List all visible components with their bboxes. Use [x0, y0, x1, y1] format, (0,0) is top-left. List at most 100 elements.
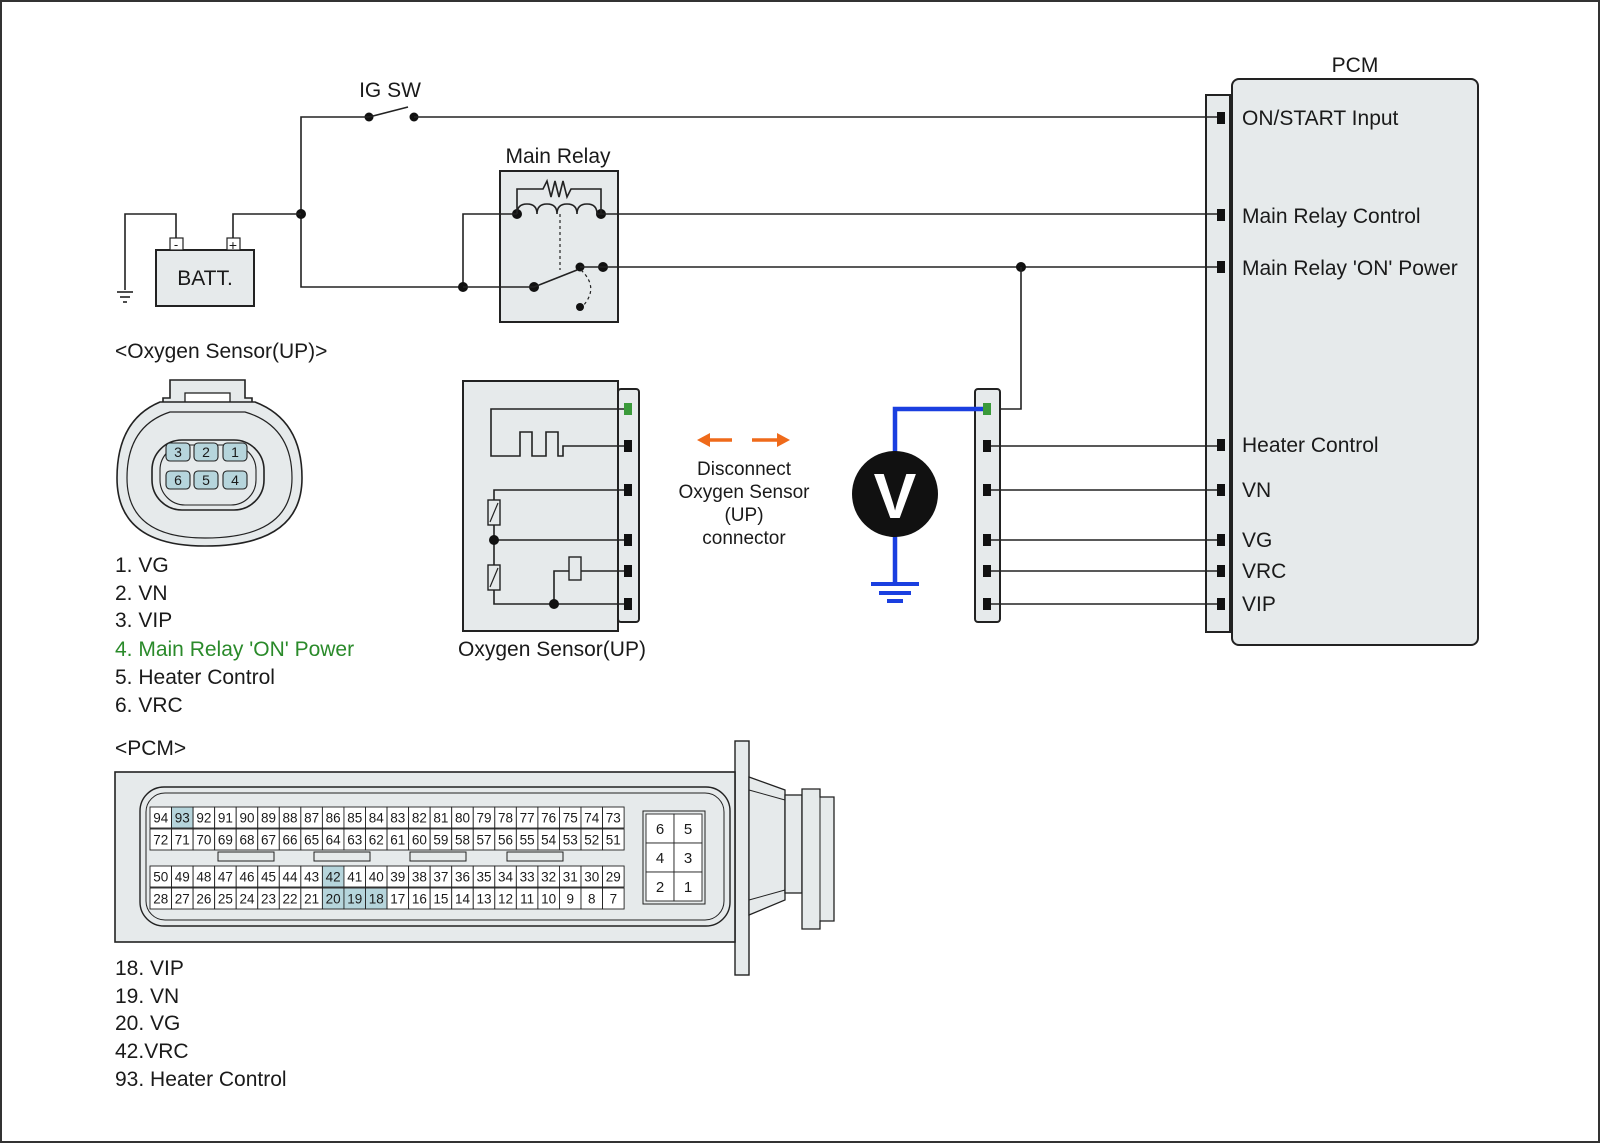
pcm-small-pin-cell [673, 842, 703, 873]
voltmeter-symbol: V [874, 460, 917, 532]
pin-list-item: 20. VG [115, 1012, 180, 1035]
pcm-terminal-label: VRC [1242, 560, 1286, 583]
pcm-pin-number: 27 [175, 892, 190, 907]
pcm-pin-number: 88 [283, 811, 298, 826]
pcm-terminal-label: Main Relay Control [1242, 205, 1421, 228]
pcm-pin-number: 52 [584, 833, 599, 848]
connector-shell-inner [126, 411, 293, 539]
pcm-pin-number: 8 [588, 892, 596, 907]
wire-junction [489, 535, 499, 545]
pin-list-item: 3. VIP [115, 609, 172, 632]
pcm-pin-number: 93 [175, 811, 190, 826]
pcm-pin-number: 80 [455, 811, 470, 826]
pcm-pin-number: 79 [477, 811, 492, 826]
pcm-pin-number: 7 [610, 892, 618, 907]
sensor-pin [624, 565, 632, 577]
sensor-pin [624, 440, 632, 452]
pcm-pin-number: 85 [347, 811, 362, 826]
pcm-pin-number: 45 [261, 870, 276, 885]
pcm-pin-number: 41 [347, 870, 362, 885]
pcm-pin-number: 38 [412, 870, 427, 885]
harness-pin [983, 440, 991, 452]
pcm-pin-number: 94 [153, 811, 169, 826]
sensor-body [462, 380, 619, 632]
pcm-pin [1217, 209, 1225, 221]
connector-pin [222, 470, 248, 490]
disconnect-text-line: connector [702, 528, 786, 549]
pcm-pin-number: 71 [175, 833, 190, 848]
pcm-pin-number: 23 [261, 892, 276, 907]
connector-pin-number: 6 [174, 472, 182, 488]
pcm-pin [1217, 565, 1225, 577]
pcm-pin-number: 2 [656, 879, 664, 896]
wire-batt-feed [300, 116, 463, 288]
oxygen-sensor-connector-title: <Oxygen Sensor(UP)> [115, 340, 327, 363]
ground-symbol [871, 582, 919, 603]
pcm-pin-number: 56 [498, 833, 513, 848]
pcm-pin [1217, 484, 1225, 496]
connector-pin [222, 442, 248, 462]
pcm-pin-number: 19 [347, 892, 362, 907]
pcm-connector-shroud-inner [145, 792, 725, 921]
sensor-reference-cell [568, 556, 582, 581]
pcm-pin-number: 90 [239, 811, 254, 826]
pcm-pin-number: 72 [153, 833, 168, 848]
battery [155, 249, 255, 307]
wire-battery-positive [232, 213, 301, 238]
pin-list-item: 42.VRC [115, 1040, 189, 1063]
sensor-connector-strip [617, 388, 640, 623]
pcm-pin-number: 53 [563, 833, 578, 848]
pcm-pin-number: 16 [412, 892, 427, 907]
connector-pin [165, 470, 191, 490]
pcm-pin-number: 87 [304, 811, 319, 826]
pcm-pin-number: 57 [477, 833, 492, 848]
pcm-connector-key [409, 851, 467, 862]
oxygen-sensor-caption: Oxygen Sensor(UP) [458, 638, 646, 661]
pcm-pin-number: 44 [283, 870, 299, 885]
pin-list-item: 18. VIP [115, 957, 184, 980]
pcm-pin-number: 17 [390, 892, 405, 907]
pcm-terminal-label: Heater Control [1242, 434, 1379, 457]
ig-switch-blade [368, 106, 409, 118]
voltmeter-probe-wire [892, 406, 983, 452]
pcm-pin-number: 32 [541, 870, 556, 885]
harness-pin-green [983, 403, 991, 415]
pcm-pin-number: 20 [326, 892, 341, 907]
pcm-pin-cell [602, 865, 625, 888]
pcm-pin-number: 91 [218, 811, 233, 826]
pcm-small-pin-cell [645, 871, 675, 902]
oxygen-sensor-pin-list: 1. VG 2. VN 3. VIP 4. Main Relay 'ON' Po… [115, 554, 354, 717]
connector-pin [193, 470, 219, 490]
pcm-pin-number: 84 [369, 811, 385, 826]
pcm-pin-number: 6 [656, 821, 664, 838]
pcm-pin-number: 61 [390, 833, 405, 848]
pcm-pin [1217, 439, 1225, 451]
pcm-pin-number: 77 [520, 811, 535, 826]
wire-relay-coil-feed [462, 213, 517, 287]
voltmeter-body [852, 451, 938, 537]
pin-list-item-highlighted: 4. Main Relay 'ON' Power [115, 638, 354, 661]
pcm-pin-number: 26 [196, 892, 211, 907]
relay-switch-travel [580, 269, 592, 308]
disconnect-text-line: Disconnect [697, 459, 792, 480]
pcm-pin-number: 74 [584, 811, 600, 826]
pcm-pin-number: 9 [566, 892, 574, 907]
pcm-small-pin-cell [673, 871, 703, 902]
pcm-pin-number: 86 [326, 811, 341, 826]
battery-minus-sign: - [174, 237, 178, 252]
sensor-pin [624, 598, 632, 610]
pcm-pin-number: 43 [304, 870, 319, 885]
harness-pin [983, 598, 991, 610]
pcm-pin-number: 25 [218, 892, 233, 907]
pcm-pin-number: 30 [584, 870, 599, 885]
pcm-pin-number: 82 [412, 811, 427, 826]
pcm-connector-key [506, 851, 564, 862]
pcm-pin-number: 24 [239, 892, 255, 907]
disconnect-text-line: (UP) [724, 505, 763, 526]
pcm-terminal-label: VIP [1242, 593, 1276, 616]
pcm-pin [1217, 261, 1225, 273]
pcm-pin-number: 49 [175, 870, 190, 885]
pcm-pin-number: 65 [304, 833, 319, 848]
disconnect-arrow-icon [697, 433, 790, 447]
pcm-pin-cell [602, 887, 625, 910]
